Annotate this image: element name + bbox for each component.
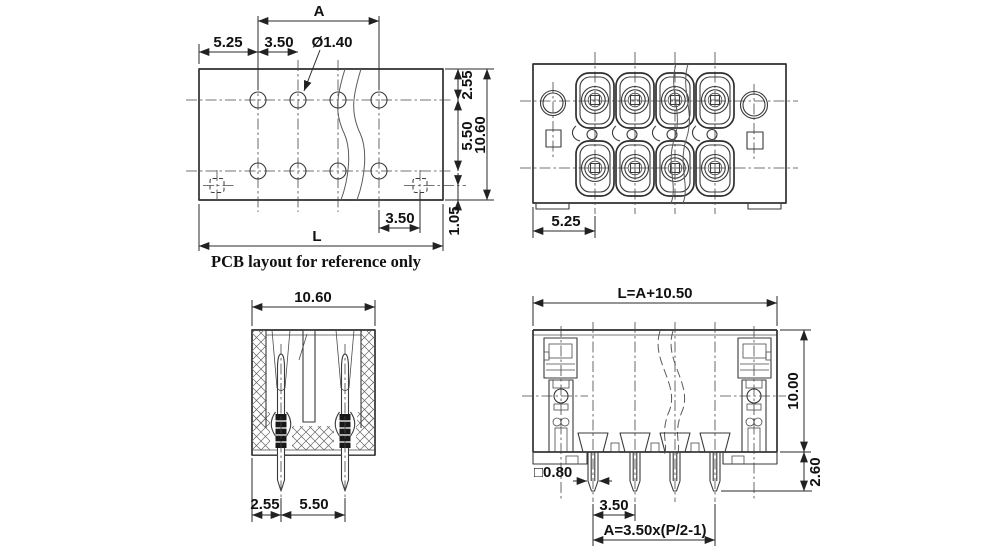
side-pins xyxy=(270,344,356,505)
front-feet xyxy=(532,451,778,465)
top-tab-right xyxy=(747,202,782,210)
top-mount-holes xyxy=(539,89,769,150)
dim-hole-pitch: 3.50 xyxy=(264,34,293,51)
side-hatched-walls xyxy=(252,330,375,455)
pcb-layout-view: A 5.25 3.50 Ø1.40 2.55 5.50 10.60 1.05 3… xyxy=(186,3,494,271)
side-view: 10.60 xyxy=(250,289,376,522)
dim-pin-pitch: 3.50 xyxy=(599,497,628,514)
dim-top-to-row1: 2.55 xyxy=(459,70,476,99)
top-dimension-lines xyxy=(532,207,596,238)
top-hooks xyxy=(571,125,718,142)
dim-span-formula: A=3.50x(P/2-1) xyxy=(604,522,707,539)
dim-hole-to-peg: 3.50 xyxy=(385,210,414,227)
pcb-holes xyxy=(249,91,388,180)
front-pin-field xyxy=(577,432,731,492)
side-interior xyxy=(266,329,361,423)
dim-peg-to-edge: 1.05 xyxy=(446,206,463,235)
dim-row-spacing: 5.50 xyxy=(459,121,476,150)
dim-pin-cross-section: □0.80 xyxy=(534,464,572,481)
dim-total-length: L=A+10.50 xyxy=(617,285,692,302)
front-body-outline xyxy=(532,329,778,453)
dim-span-a: A xyxy=(314,3,325,20)
pcb-dimension-lines xyxy=(198,16,494,251)
dim-edge-to-pin: 2.55 xyxy=(250,496,279,513)
side-dim-depth xyxy=(251,300,376,326)
pcb-break-lines xyxy=(337,68,366,201)
top-centerlines xyxy=(520,52,798,214)
pcb-peg-right xyxy=(412,178,428,193)
top-view: 5.25 xyxy=(520,52,798,238)
dim-edge-to-hole: 5.25 xyxy=(213,34,242,51)
front-break-lines xyxy=(657,330,686,456)
front-clamp-right xyxy=(737,337,772,379)
pcb-peg-left xyxy=(209,178,225,193)
pcb-caption: PCB layout for reference only xyxy=(211,252,422,271)
front-dimension-lines xyxy=(573,329,812,546)
top-break-lines xyxy=(670,63,690,204)
dim-edge-to-pole: 5.25 xyxy=(551,213,580,230)
front-centerlines xyxy=(522,322,786,502)
top-body-outline xyxy=(532,63,787,204)
side-pin-2 xyxy=(334,344,356,505)
front-view: L=A+10.50 xyxy=(522,285,824,546)
dim-board-length: L xyxy=(312,228,321,245)
dim-pin-protrusion: 2.60 xyxy=(807,457,824,486)
dim-board-height: 10.60 xyxy=(472,116,489,154)
dim-body-depth: 10.60 xyxy=(294,289,332,306)
front-clamp-left xyxy=(543,337,578,379)
dim-body-height: 10.00 xyxy=(785,372,802,410)
front-dim-length xyxy=(532,296,778,326)
dim-pin-spacing: 5.50 xyxy=(299,496,328,513)
top-terminal-units xyxy=(575,72,735,197)
side-pin-1 xyxy=(270,344,292,505)
top-tab-left xyxy=(535,202,570,210)
dim-hole-diameter: Ø1.40 xyxy=(312,34,353,51)
pcb-board-outline xyxy=(198,68,444,201)
side-dimension-lines xyxy=(251,458,346,522)
